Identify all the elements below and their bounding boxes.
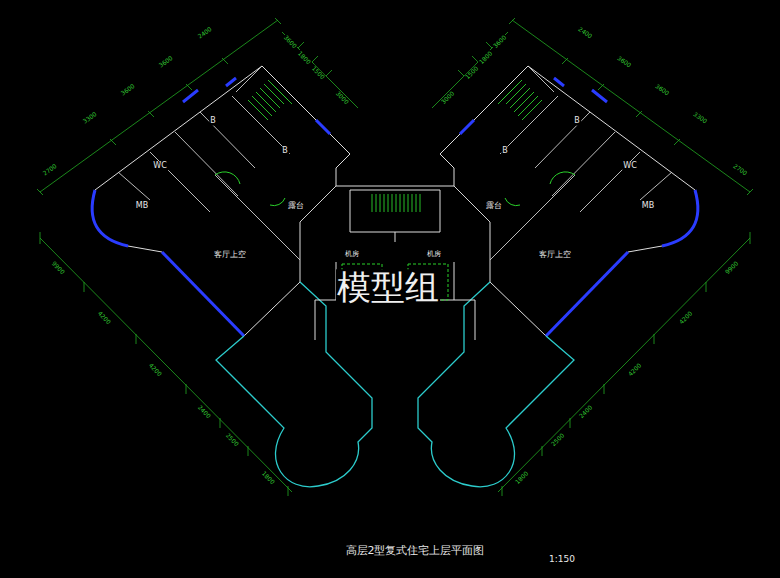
room-label: 机房	[344, 251, 360, 259]
room-label: MB	[641, 202, 655, 211]
room-label: WC	[622, 162, 638, 171]
dimension: 2400	[576, 25, 594, 40]
room-label: 客厅上空	[213, 251, 247, 260]
dimension: 3300	[81, 110, 99, 125]
dimension: 2400	[196, 404, 213, 421]
room-label: 露台	[485, 202, 503, 211]
room-label: WC	[152, 162, 168, 171]
dimension: 2400	[196, 25, 214, 40]
dimension: 1500	[310, 65, 327, 82]
dimension: 2700	[731, 162, 749, 177]
dimension: 3600	[157, 54, 175, 69]
dimension: 4200	[678, 310, 695, 327]
room-label: B	[281, 147, 289, 156]
dimension: 2700	[41, 162, 59, 177]
dimension: 2500	[550, 432, 567, 449]
room-label: B	[573, 117, 581, 126]
dimension: 3600	[492, 34, 509, 51]
dimension: 4200	[147, 362, 164, 379]
dimension: 3000	[334, 90, 351, 107]
watermark: 模型组	[336, 269, 440, 306]
room-label: B	[209, 117, 217, 126]
central-core	[315, 186, 475, 340]
room-label: 露台	[287, 202, 305, 211]
dimension: 4200	[96, 310, 113, 327]
dimension: 3300	[691, 110, 709, 125]
dimension: 1500	[464, 65, 481, 82]
dimension: 3600	[615, 54, 633, 69]
dimension: 3600	[653, 82, 671, 97]
dimension: 1800	[514, 470, 531, 487]
drawing-title: 高层2型复式住宅上层平面图	[345, 545, 486, 557]
dimension: 3600	[282, 34, 299, 51]
dimension: 1800	[260, 470, 277, 487]
room-label: B	[501, 147, 509, 156]
dimension: 3600	[119, 82, 137, 97]
dimension: 1800	[478, 50, 495, 67]
room-label: 客厅上空	[538, 251, 572, 260]
dimension: 4200	[627, 362, 644, 379]
room-label: MB	[135, 202, 149, 211]
dimension: 2500	[224, 432, 241, 449]
dimension: 1800	[296, 50, 313, 67]
room-label: 机房	[426, 251, 442, 259]
left-wing	[37, 18, 372, 496]
scale-note: 1:150	[548, 555, 576, 565]
dimension: 2400	[578, 404, 595, 421]
right-wing	[418, 18, 753, 496]
dimension: 3000	[440, 90, 457, 107]
